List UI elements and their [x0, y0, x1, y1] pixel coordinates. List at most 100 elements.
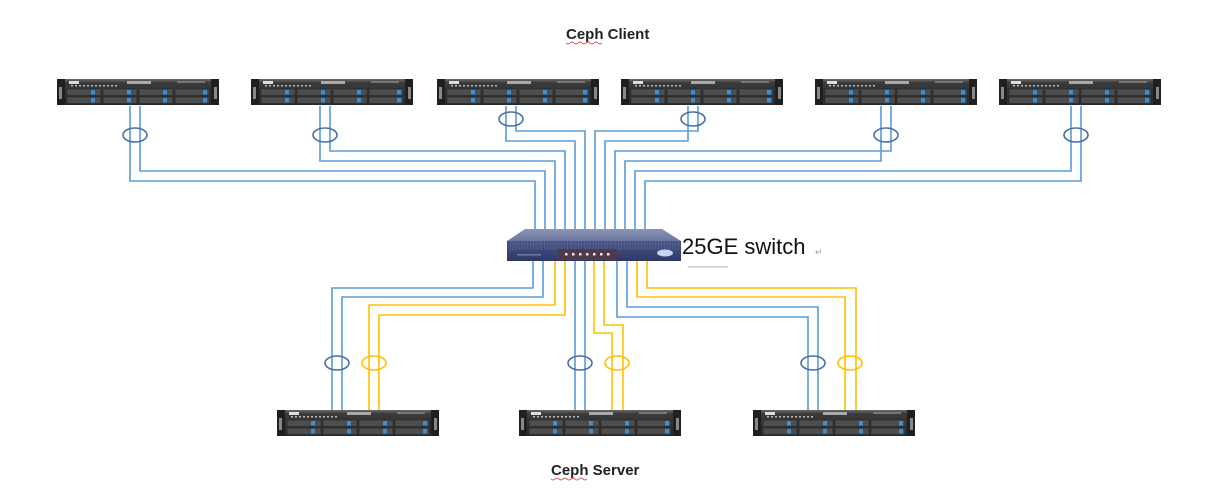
- model-label: [1069, 81, 1093, 84]
- status-led: [315, 416, 317, 418]
- server-public-link: [626, 258, 819, 410]
- vent-slot: [578, 242, 580, 250]
- drive-bay: [102, 96, 138, 104]
- drive-bay: [860, 96, 896, 104]
- vent-slot: [643, 242, 645, 250]
- status-led: [659, 85, 661, 87]
- handle-right: [910, 418, 913, 430]
- drive-bay: [666, 96, 702, 104]
- drive-bay: [368, 96, 404, 104]
- link-bundle-ring: [122, 127, 148, 143]
- status-led: [577, 416, 579, 418]
- model-label: [321, 81, 345, 84]
- status-led: [475, 85, 477, 87]
- link-bundle-ring: [873, 127, 899, 143]
- server-public-link: [331, 258, 534, 410]
- link-bundle-ring: [1063, 127, 1089, 143]
- drive-led: [471, 90, 475, 95]
- drive-led: [203, 90, 207, 95]
- port-led: [565, 253, 568, 256]
- drive-led: [655, 90, 659, 95]
- drive-bay: [1080, 96, 1116, 104]
- vent-slot: [527, 242, 528, 250]
- drive-bay: [896, 96, 932, 104]
- brand-text: [639, 412, 667, 414]
- drive-bay: [394, 427, 430, 435]
- handle-right: [594, 87, 597, 99]
- vent-slot: [632, 242, 634, 250]
- drive-led: [885, 90, 889, 95]
- drive-bay: [762, 427, 798, 435]
- client-link: [505, 106, 576, 240]
- drive-bay: [600, 419, 636, 427]
- status-led: [779, 416, 781, 418]
- status-led: [307, 416, 309, 418]
- vent-slot: [564, 242, 565, 250]
- status-led: [285, 85, 287, 87]
- status-led: [811, 416, 813, 418]
- vent-slot: [601, 242, 602, 250]
- status-led: [639, 85, 641, 87]
- switch-logo: [657, 249, 673, 257]
- status-led: [837, 85, 839, 87]
- vent-slot: [629, 242, 631, 250]
- status-led: [771, 416, 773, 418]
- vent-slot: [567, 242, 568, 250]
- status-led: [479, 85, 481, 87]
- vent-slot: [561, 242, 563, 250]
- vent-slot: [510, 242, 511, 250]
- drive-bay: [896, 88, 932, 96]
- drive-led: [655, 98, 659, 103]
- drive-led: [423, 429, 427, 434]
- switch-model-text: [517, 254, 541, 256]
- drive-bay: [358, 419, 394, 427]
- drive-led: [625, 421, 629, 426]
- status-led: [795, 416, 797, 418]
- drive-led: [787, 429, 791, 434]
- vent-slot: [669, 242, 671, 250]
- status-led: [545, 416, 547, 418]
- vent-slot: [635, 242, 637, 250]
- drive-led: [91, 98, 95, 103]
- drive-bay: [932, 96, 968, 104]
- brand-text: [873, 412, 901, 414]
- vent-slot: [518, 242, 520, 250]
- ceph-server-1: [277, 410, 439, 436]
- vent-slot: [572, 242, 574, 250]
- drive-led: [127, 90, 131, 95]
- vent-slot: [586, 242, 588, 250]
- status-led: [455, 85, 457, 87]
- vent-slot: [569, 242, 571, 250]
- status-led: [269, 85, 271, 87]
- status-led: [1029, 85, 1031, 87]
- handle-left: [817, 87, 820, 99]
- cluster-bundle-ring: [361, 355, 387, 371]
- status-led: [83, 85, 85, 87]
- vent-slot: [618, 242, 620, 250]
- status-led: [549, 416, 551, 418]
- drive-led: [553, 421, 557, 426]
- handle-right: [778, 87, 781, 99]
- vent-slot: [529, 242, 531, 250]
- port-led: [593, 253, 596, 256]
- model-label: [885, 81, 909, 84]
- status-led: [75, 85, 77, 87]
- drive-bay: [332, 96, 368, 104]
- vent-slot: [584, 242, 585, 250]
- status-led: [783, 416, 785, 418]
- brand-text: [397, 412, 425, 414]
- client-server-1: [57, 79, 219, 105]
- devices-layer: [57, 79, 1161, 436]
- cluster-bundle-ring: [837, 355, 863, 371]
- status-led: [561, 416, 563, 418]
- vent-slot: [652, 242, 654, 250]
- drive-bay: [332, 88, 368, 96]
- vent-slot: [626, 242, 628, 250]
- drive-led: [767, 90, 771, 95]
- public-bundle-ring: [800, 355, 826, 371]
- vent-slot: [532, 242, 534, 250]
- vent-slot: [663, 242, 665, 250]
- drive-bay: [798, 419, 834, 427]
- handle-left: [1001, 87, 1004, 99]
- drive-led: [163, 98, 167, 103]
